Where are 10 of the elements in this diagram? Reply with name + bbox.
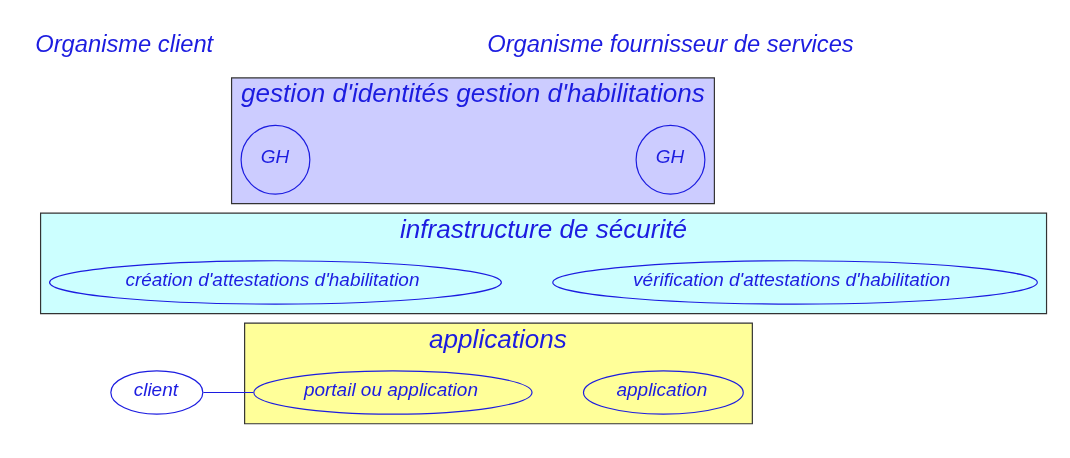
connector: [202, 391, 254, 393]
node-ellipse: création d'attestations d'habilitation: [49, 259, 502, 305]
node-circle: GH: [635, 124, 706, 195]
node-circle: GH: [240, 124, 311, 195]
node-ellipse: portail ou application: [253, 369, 533, 415]
label: Organisme fournisseur de services: [487, 30, 854, 57]
node-ellipse: vérification d'attestations d'habilitation: [552, 259, 1038, 305]
label: Organisme client: [35, 30, 214, 57]
node-ellipse: client: [110, 369, 204, 415]
node-ellipse: application: [582, 369, 744, 415]
